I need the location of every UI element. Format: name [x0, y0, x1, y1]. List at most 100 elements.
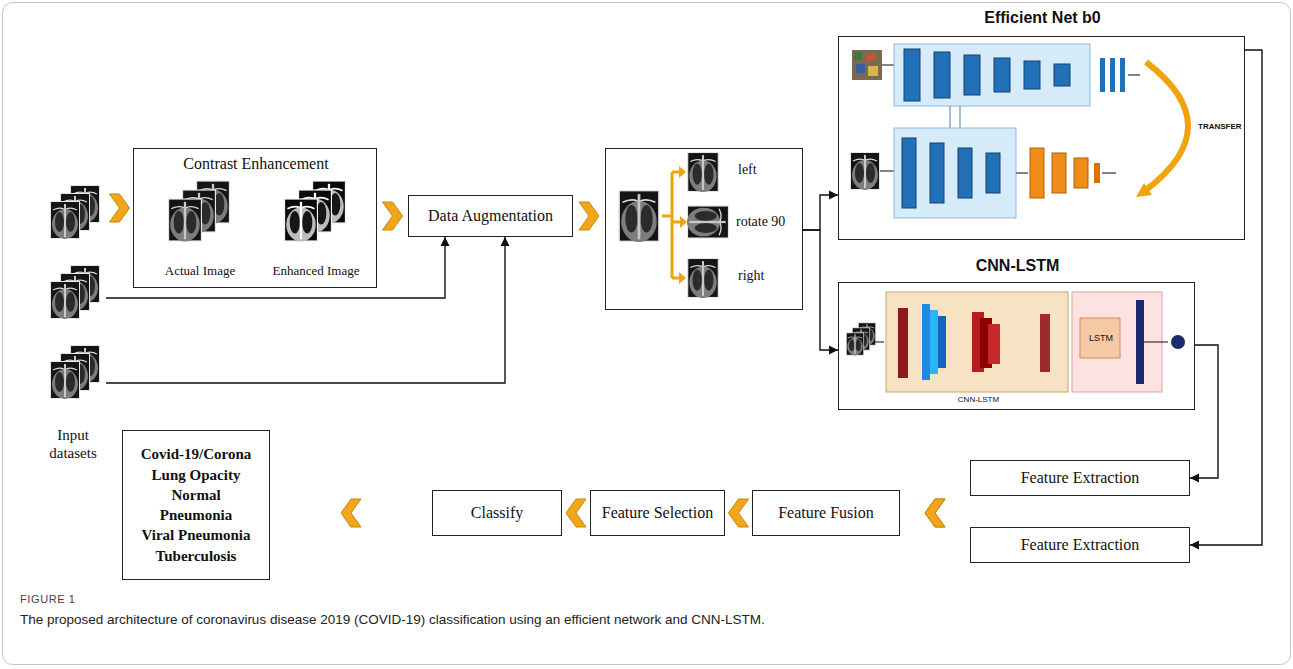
cnn-lstm-illustration: [922, 304, 930, 380]
efficientnet-illustration: [949, 106, 950, 128]
flow-chevron: [341, 499, 361, 527]
arrowhead: [829, 191, 838, 200]
efficientnet-illustration: [1136, 183, 1152, 197]
process-box: Feature Fusion: [752, 490, 900, 536]
node-subtext: CNN-LSTM: [886, 395, 1071, 405]
efficientnet-illustration: [930, 143, 944, 203]
arrowhead: [1190, 541, 1199, 550]
augmentation-images: [688, 153, 719, 192]
efficientnet-illustration: [934, 52, 950, 98]
cnn-lstm-illustration: [898, 308, 908, 378]
node-subtext: Enhanced Image: [258, 263, 374, 279]
efficientnet-illustration: [1120, 58, 1125, 92]
augmentation-images: [680, 216, 687, 228]
efficientnet-illustration: [1030, 148, 1044, 198]
chevron-shape: [925, 499, 945, 527]
node-subtext: right: [738, 268, 798, 285]
connector-line: [106, 237, 505, 383]
cnn-lstm-illustration: [886, 292, 1068, 392]
node-subtext: Normal: [171, 485, 220, 505]
efficientnet-illustration: [880, 170, 894, 171]
flow-chevron: [566, 499, 586, 527]
node-text: Input datasets: [40, 426, 106, 462]
cnn-lstm-illustration: [846, 333, 863, 356]
flow-arrow: [1190, 50, 1262, 550]
cnn-lstm-panel: CNN-LSTMLSTMCNN-LSTM: [838, 282, 1195, 410]
arrowhead: [501, 237, 510, 246]
augmentation-images: [619, 153, 728, 298]
cnn-lstm-illustration: [846, 292, 1185, 392]
chevron-shape: [383, 202, 403, 230]
augmentation-images: [688, 259, 719, 298]
augmentation-images: [662, 172, 681, 278]
cnn-lstm-illustration: [1080, 318, 1120, 358]
chevron-shape: [925, 499, 945, 527]
node-text: Feature Selection: [602, 503, 714, 522]
node-subtext: Pneumonia: [160, 505, 233, 525]
flow-chevron: [110, 194, 130, 222]
efficientnet-illustration: [902, 138, 916, 208]
figure-caption: The proposed architecture of coronavirus…: [20, 612, 765, 627]
cnn-lstm-illustration: [938, 316, 946, 368]
efficientnet-illustration: [1052, 153, 1066, 193]
flow-arrow: [106, 237, 450, 298]
flow-arrow: [803, 191, 838, 231]
xray-stack: [51, 202, 80, 240]
flow-arrow: [803, 230, 838, 355]
xray-stack: [51, 362, 80, 400]
efficientnet-illustration: [986, 153, 1000, 193]
xray-stack: [51, 282, 80, 320]
contrast-enhancement-box: Contrast EnhancementActual ImageEnhanced…: [133, 148, 377, 288]
efficientnet-illustration: [852, 50, 882, 80]
process-box: Feature Extraction: [970, 460, 1190, 496]
flow-chevron: [729, 499, 749, 527]
cnn-lstm-illustration: [1171, 335, 1185, 349]
augmentation-images: [687, 206, 728, 238]
efficientnet-illustration: [1094, 163, 1100, 183]
efficientnet-illustration: [1016, 172, 1028, 173]
flow-chevron: [383, 202, 403, 230]
cnn-lstm-illustration: [930, 310, 938, 374]
chevron-shape: [729, 499, 749, 527]
chevron-shape: [566, 499, 586, 527]
efficientnet-illustration: [866, 54, 876, 61]
efficientnet-illustration: [964, 55, 980, 95]
cnn-lstm-illustration: [874, 341, 884, 342]
node-text: Feature Extraction: [1021, 468, 1140, 487]
efficientnet-illustration: [894, 44, 1090, 106]
input-datasets: Input datasets: [40, 180, 106, 465]
node-text: left: [738, 162, 798, 179]
connector-line: [803, 230, 838, 350]
efficientnet-illustration: [1024, 61, 1040, 89]
node-subtext: Tuberculosis: [156, 546, 237, 566]
process-box: Data Augmentation: [408, 195, 573, 237]
node-text: Feature Extraction: [1021, 535, 1140, 554]
node-text: Classify: [471, 503, 523, 522]
connector-line: [106, 237, 445, 298]
efficientnet-illustration: [854, 52, 862, 60]
flow-chevron: [925, 499, 945, 527]
augmentation-images: [619, 191, 659, 242]
node-subtext: rotate 90: [736, 214, 802, 231]
efficientnet-illustration: [851, 44, 1189, 218]
chevron-shape: [110, 194, 130, 222]
contrast-images: [285, 199, 318, 241]
efficientnet-panel: Efficient Net b0TRANSFER: [838, 36, 1245, 240]
efficientnet-illustration: [1128, 74, 1140, 75]
node-text: Contrast Enhancement: [134, 154, 378, 173]
node-subtext: LSTM: [1081, 333, 1121, 344]
augmentation-images: [679, 166, 686, 178]
efficientnet-illustration: [868, 66, 878, 76]
efficientnet-illustration: [1102, 172, 1116, 173]
flow-chevron: [579, 202, 599, 230]
process-box: Feature Extraction: [970, 527, 1190, 563]
cnn-lstm-illustration: [1136, 300, 1144, 384]
efficientnet-illustration: [1146, 62, 1188, 190]
process-box: Feature Selection: [590, 490, 725, 536]
figure-number: FIGURE 1: [20, 593, 76, 605]
efficientnet-illustration: [1074, 158, 1088, 188]
figure-frame: [3, 3, 1291, 665]
node-text: Data Augmentation: [428, 206, 553, 225]
